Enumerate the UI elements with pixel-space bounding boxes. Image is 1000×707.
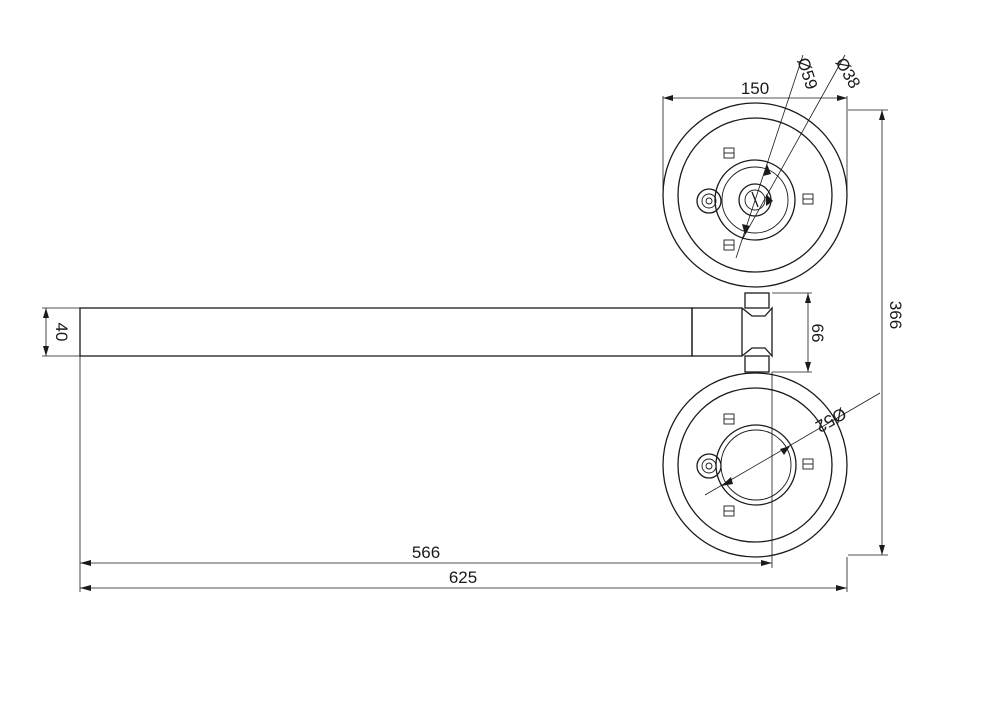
dim-right-height: 366 xyxy=(848,109,905,556)
collar-lower xyxy=(744,355,770,373)
dim-label-bar-length: 566 xyxy=(412,543,440,562)
dim-label-collar-height: 66 xyxy=(808,324,827,343)
bottom-screw-core xyxy=(705,462,713,470)
bottom-screw-boss xyxy=(696,453,722,479)
dim-label-lower-diameter: Ø52 xyxy=(812,404,849,437)
dim-label-bar-thickness: 40 xyxy=(52,323,71,342)
top-hub-core xyxy=(744,189,766,211)
dim-bar-thickness: 40 xyxy=(42,307,80,357)
towel-bar xyxy=(79,292,773,373)
collar-upper xyxy=(744,292,770,309)
bottom-rosette xyxy=(662,372,848,558)
dim-label-overall-length: 625 xyxy=(449,568,477,587)
bar-body xyxy=(79,307,693,357)
top-rosette xyxy=(662,102,848,288)
dim-overall-length: 625 xyxy=(80,557,848,592)
top-screw-core xyxy=(705,197,713,205)
top-screw-hole xyxy=(701,193,717,209)
top-rosette-inner xyxy=(677,117,833,273)
bar-end-cap xyxy=(691,307,743,357)
dim-label-top-outer-diameter: Ø59 xyxy=(793,55,821,91)
dim-bar-length: 566 xyxy=(79,356,773,592)
bottom-rosette-outer xyxy=(662,372,848,558)
bar-neck xyxy=(741,306,773,358)
top-hub-ring xyxy=(721,166,789,234)
dim-label-right-height: 366 xyxy=(886,301,905,329)
dim-label-top-width: 150 xyxy=(741,79,769,98)
dim-lower-diameter: Ø52 xyxy=(704,392,881,496)
top-rosette-outer xyxy=(662,102,848,288)
bottom-rosette-inner xyxy=(677,387,833,543)
dim-label-top-inner-diameter: Ø38 xyxy=(832,55,865,92)
dim-top-width: 150 xyxy=(662,79,848,192)
top-hub-outer xyxy=(714,159,796,241)
bottom-screw-hole xyxy=(701,458,717,474)
top-screw-boss xyxy=(696,188,722,214)
dim-collar-height: 66 xyxy=(772,292,827,373)
